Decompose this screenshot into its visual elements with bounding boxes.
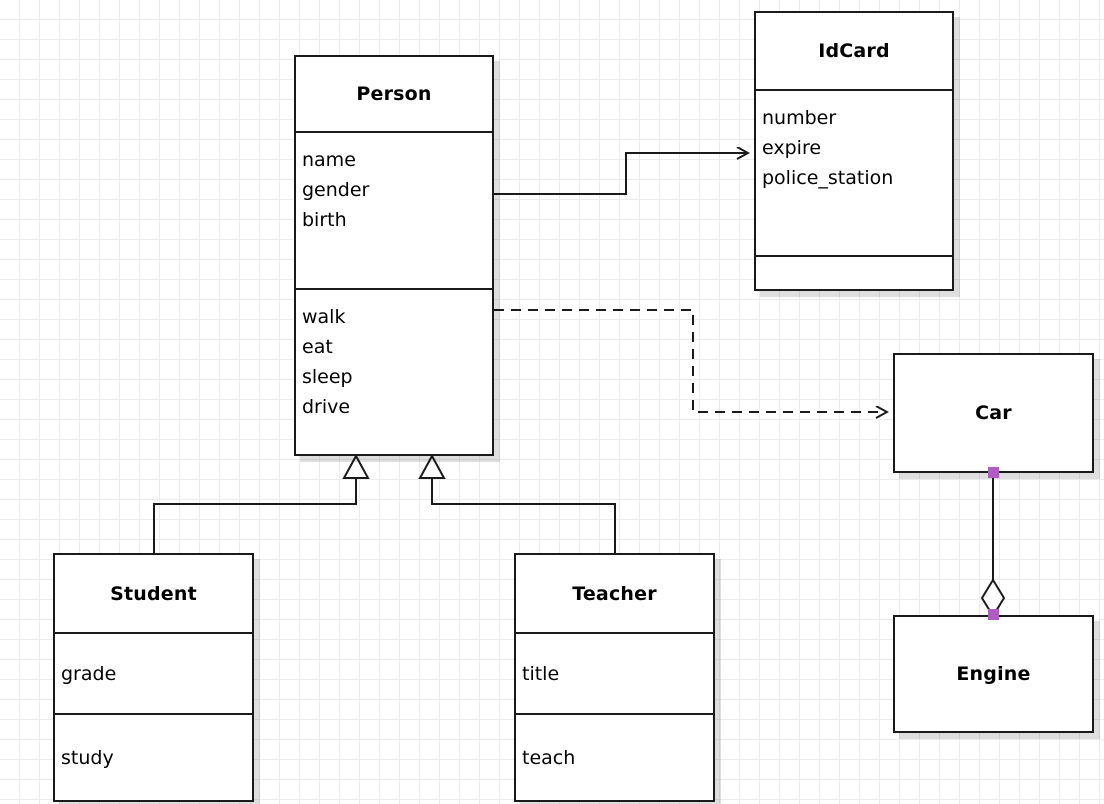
attribute-item: grade [61,662,117,685]
attribute-item: police_station [762,167,894,189]
class-name-label: Teacher [572,582,657,605]
edge-handle-engine-end[interactable] [988,609,999,620]
class-name-label: Student [110,582,197,605]
class-box-idcard[interactable]: IdCard number expire police_station [754,11,954,291]
class-name-label: IdCard [818,40,890,62]
method-item: drive [302,396,351,418]
edge-person-idcard[interactable] [494,153,748,195]
methods-student: study [55,713,252,800]
class-name-student: Student [55,555,252,632]
attributes-teacher: title [516,632,713,713]
class-name-engine: Engine [895,617,1092,731]
class-name-person: Person [296,57,492,131]
method-item: teach [522,746,576,769]
edge-car-engine[interactable] [980,473,1006,618]
attribute-item: number [762,107,837,129]
class-name-label: Engine [956,663,1031,685]
class-box-person[interactable]: Person name gender birth walk eat sleep … [294,55,494,456]
edge-person-car[interactable] [494,309,887,412]
class-box-engine[interactable]: Engine [893,615,1094,733]
method-item: study [61,746,114,769]
attribute-item: name [302,149,356,171]
attributes-person: name gender birth [296,131,492,288]
class-name-idcard: IdCard [756,13,952,89]
class-box-student[interactable]: Student grade study [53,553,254,802]
class-name-teacher: Teacher [516,555,713,632]
attribute-item: title [522,662,560,685]
class-name-car: Car [895,355,1092,471]
method-item: eat [302,336,333,358]
attribute-item: expire [762,137,822,159]
method-item: walk [302,306,346,328]
edge-student-person[interactable] [153,453,370,553]
class-name-label: Car [975,402,1012,424]
methods-teacher: teach [516,713,713,800]
attributes-idcard: number expire police_station [756,89,952,255]
class-box-teacher[interactable]: Teacher title teach [514,553,715,802]
attribute-item: gender [302,179,370,201]
attributes-student: grade [55,632,252,713]
class-name-label: Person [356,83,432,105]
method-item: sleep [302,366,353,388]
edge-handle-car-end[interactable] [988,467,999,478]
edge-teacher-person[interactable] [418,453,616,553]
methods-idcard [756,255,952,289]
methods-person: walk eat sleep drive [296,288,492,454]
class-box-car[interactable]: Car [893,353,1094,473]
attribute-item: birth [302,209,347,231]
